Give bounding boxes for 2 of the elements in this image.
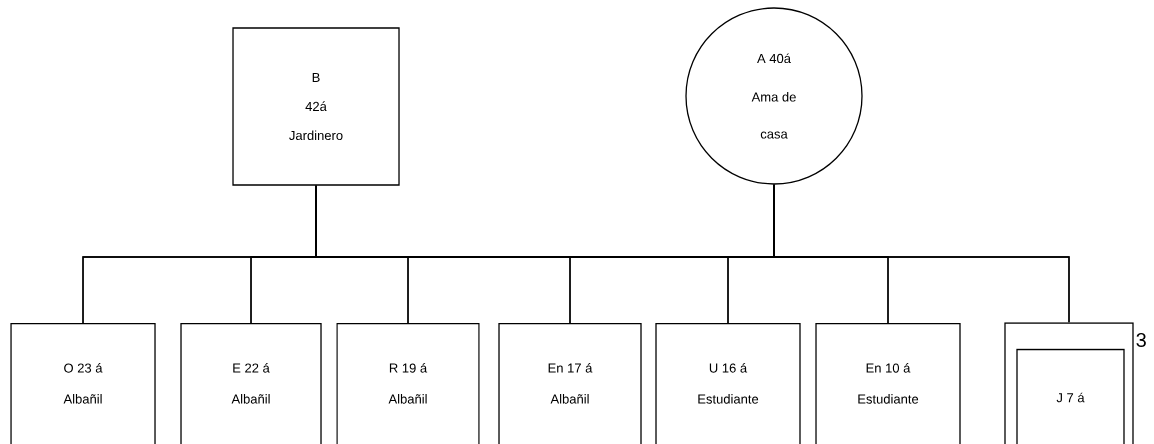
connector-line xyxy=(773,184,1070,323)
label: 3 xyxy=(1136,332,1146,348)
